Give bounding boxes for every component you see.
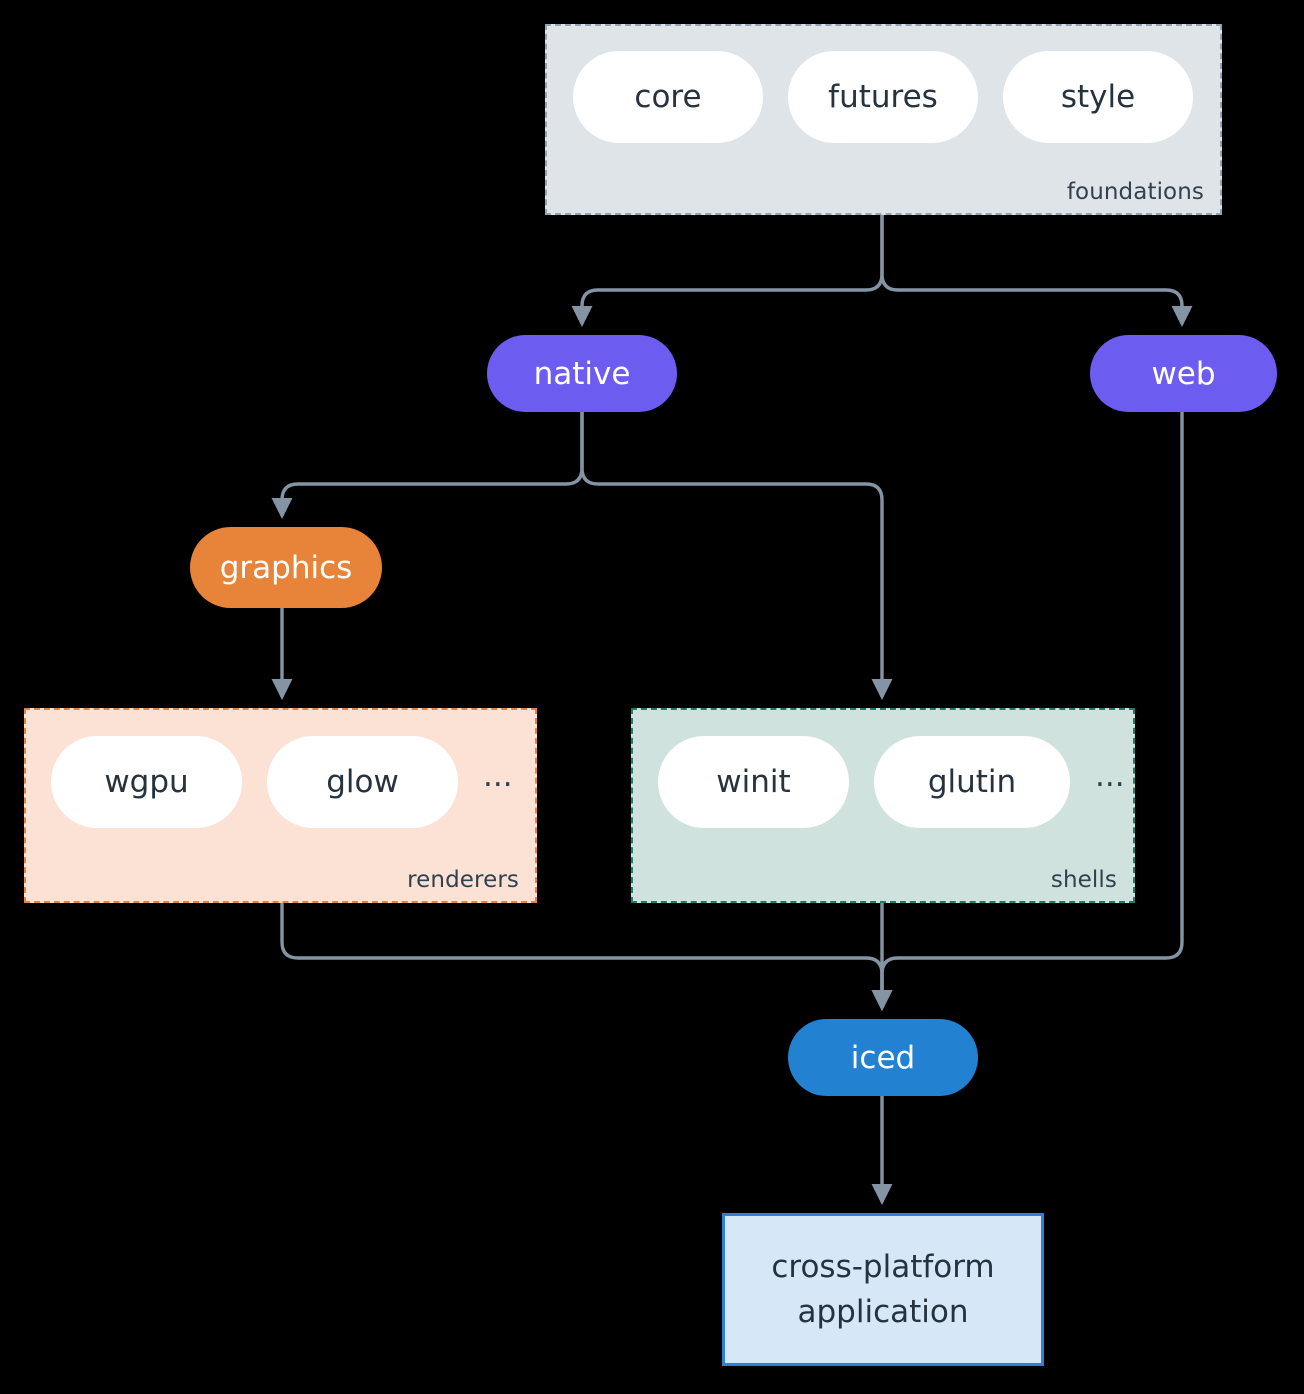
group-shells: winit glutin ... shells: [631, 708, 1135, 903]
shells-more-ellipsis: ...: [1095, 757, 1125, 794]
node-glow[interactable]: glow: [267, 736, 458, 828]
node-iced[interactable]: iced: [788, 1019, 978, 1096]
group-shells-label: shells: [1050, 867, 1117, 893]
renderers-more-ellipsis: ...: [483, 757, 513, 794]
edge-native-graphics: [271, 412, 584, 519]
edge-foundations-web: [880, 215, 1193, 327]
edge-foundations-native: [571, 215, 884, 327]
group-renderers: wgpu glow ... renderers: [24, 708, 537, 903]
group-shells-items: winit glutin ...: [658, 736, 1125, 828]
node-web[interactable]: web: [1090, 335, 1277, 412]
edge-renderers-iced: [280, 903, 893, 1011]
group-foundations-label: foundations: [1066, 179, 1204, 205]
node-cross-platform-application[interactable]: cross-platform application: [722, 1213, 1044, 1366]
group-foundations: core futures style foundations: [545, 24, 1222, 215]
node-glutin[interactable]: glutin: [874, 736, 1070, 828]
application-label-line2: application: [797, 1293, 969, 1330]
edge-native-shells: [580, 412, 893, 700]
node-native[interactable]: native: [487, 335, 677, 412]
node-graphics[interactable]: graphics: [190, 527, 382, 608]
application-label-line1: cross-platform: [771, 1248, 995, 1285]
node-core[interactable]: core: [573, 51, 763, 143]
node-wgpu[interactable]: wgpu: [51, 736, 242, 828]
group-renderers-items: wgpu glow ...: [51, 736, 513, 828]
node-winit[interactable]: winit: [658, 736, 849, 828]
group-renderers-label: renderers: [407, 867, 519, 893]
node-futures[interactable]: futures: [788, 51, 978, 143]
node-style[interactable]: style: [1003, 51, 1193, 143]
group-foundations-items: core futures style: [573, 51, 1218, 143]
